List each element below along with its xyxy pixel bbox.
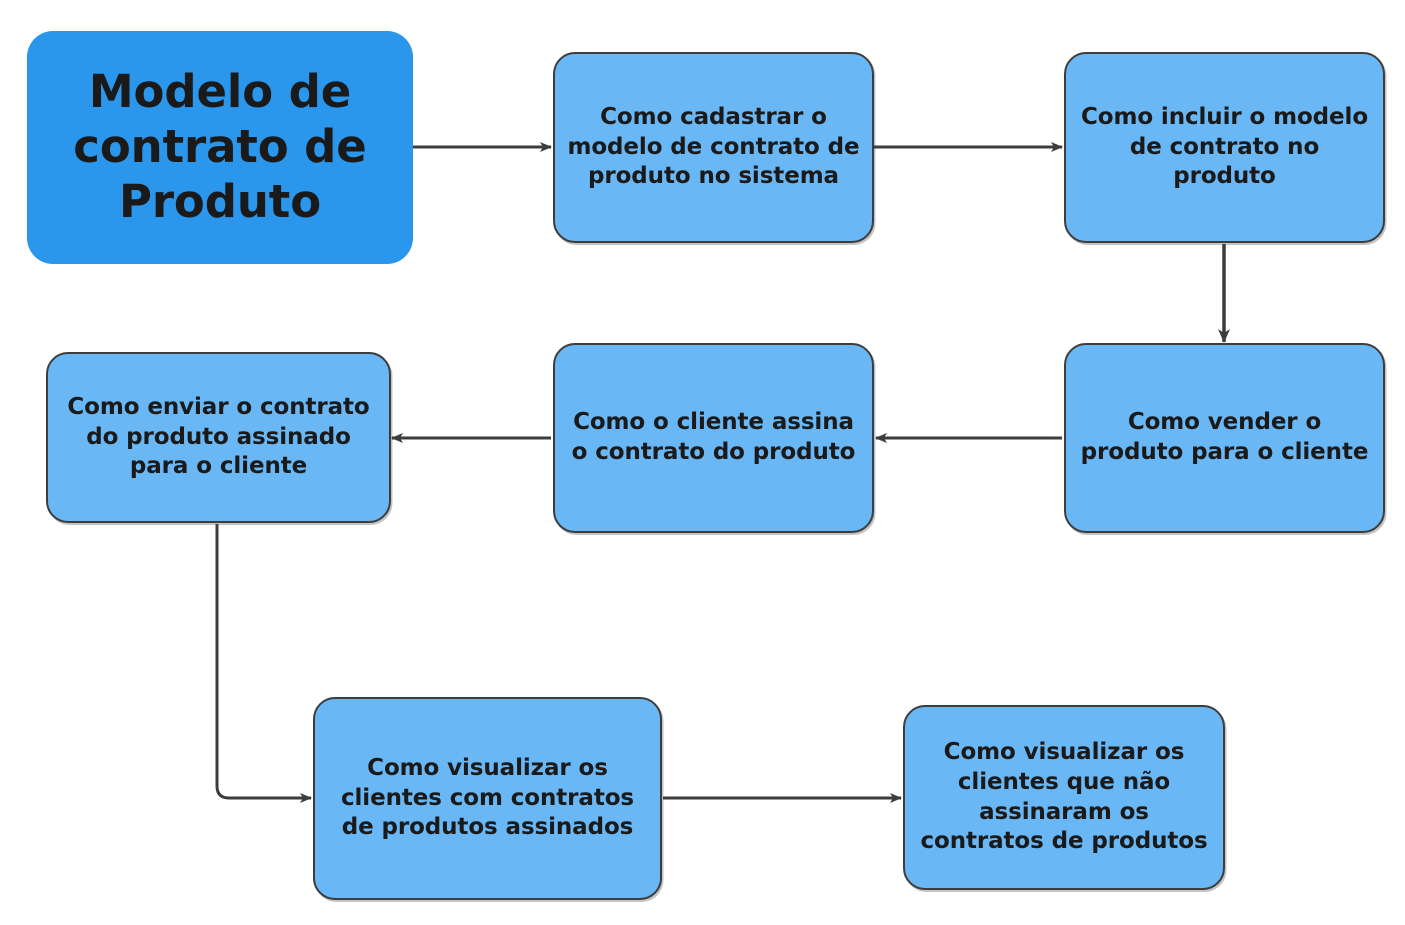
node-label: Como enviar o contrato do produto assina… bbox=[67, 393, 370, 480]
node-como-visualizar-clientes-nao-assinaram[interactable]: Como visualizar os clientes que não assi… bbox=[903, 705, 1225, 890]
node-como-cadastrar-modelo-contrato[interactable]: Como cadastrar o modelo de contrato de p… bbox=[553, 52, 874, 243]
node-como-cliente-assina-contrato[interactable]: Como o cliente assina o contrato do prod… bbox=[553, 343, 874, 533]
node-label: Como visualizar os clientes que não assi… bbox=[920, 738, 1208, 855]
node-como-vender-produto-cliente[interactable]: Como vender o produto para o cliente bbox=[1064, 343, 1385, 533]
node-label: Como incluir o modelo de contrato no pro… bbox=[1080, 103, 1369, 190]
node-label: Como o cliente assina o contrato do prod… bbox=[571, 409, 856, 465]
edge-n5-to-n6 bbox=[215, 524, 312, 803]
node-label: Como vender o produto para o cliente bbox=[1080, 409, 1369, 465]
node-label: Como cadastrar o modelo de contrato de p… bbox=[567, 103, 860, 190]
node-como-enviar-contrato-assinado[interactable]: Como enviar o contrato do produto assina… bbox=[46, 352, 391, 523]
node-title-label: Modelo de contrato de Produto bbox=[73, 65, 367, 228]
node-como-incluir-modelo-contrato-produto[interactable]: Como incluir o modelo de contrato no pro… bbox=[1064, 52, 1385, 243]
node-title-modelo-de-contrato-de-produto[interactable]: Modelo de contrato de Produto bbox=[27, 31, 413, 264]
node-label: Como visualizar os clientes com contrato… bbox=[340, 754, 635, 841]
node-como-visualizar-clientes-com-contratos[interactable]: Como visualizar os clientes com contrato… bbox=[313, 697, 662, 900]
